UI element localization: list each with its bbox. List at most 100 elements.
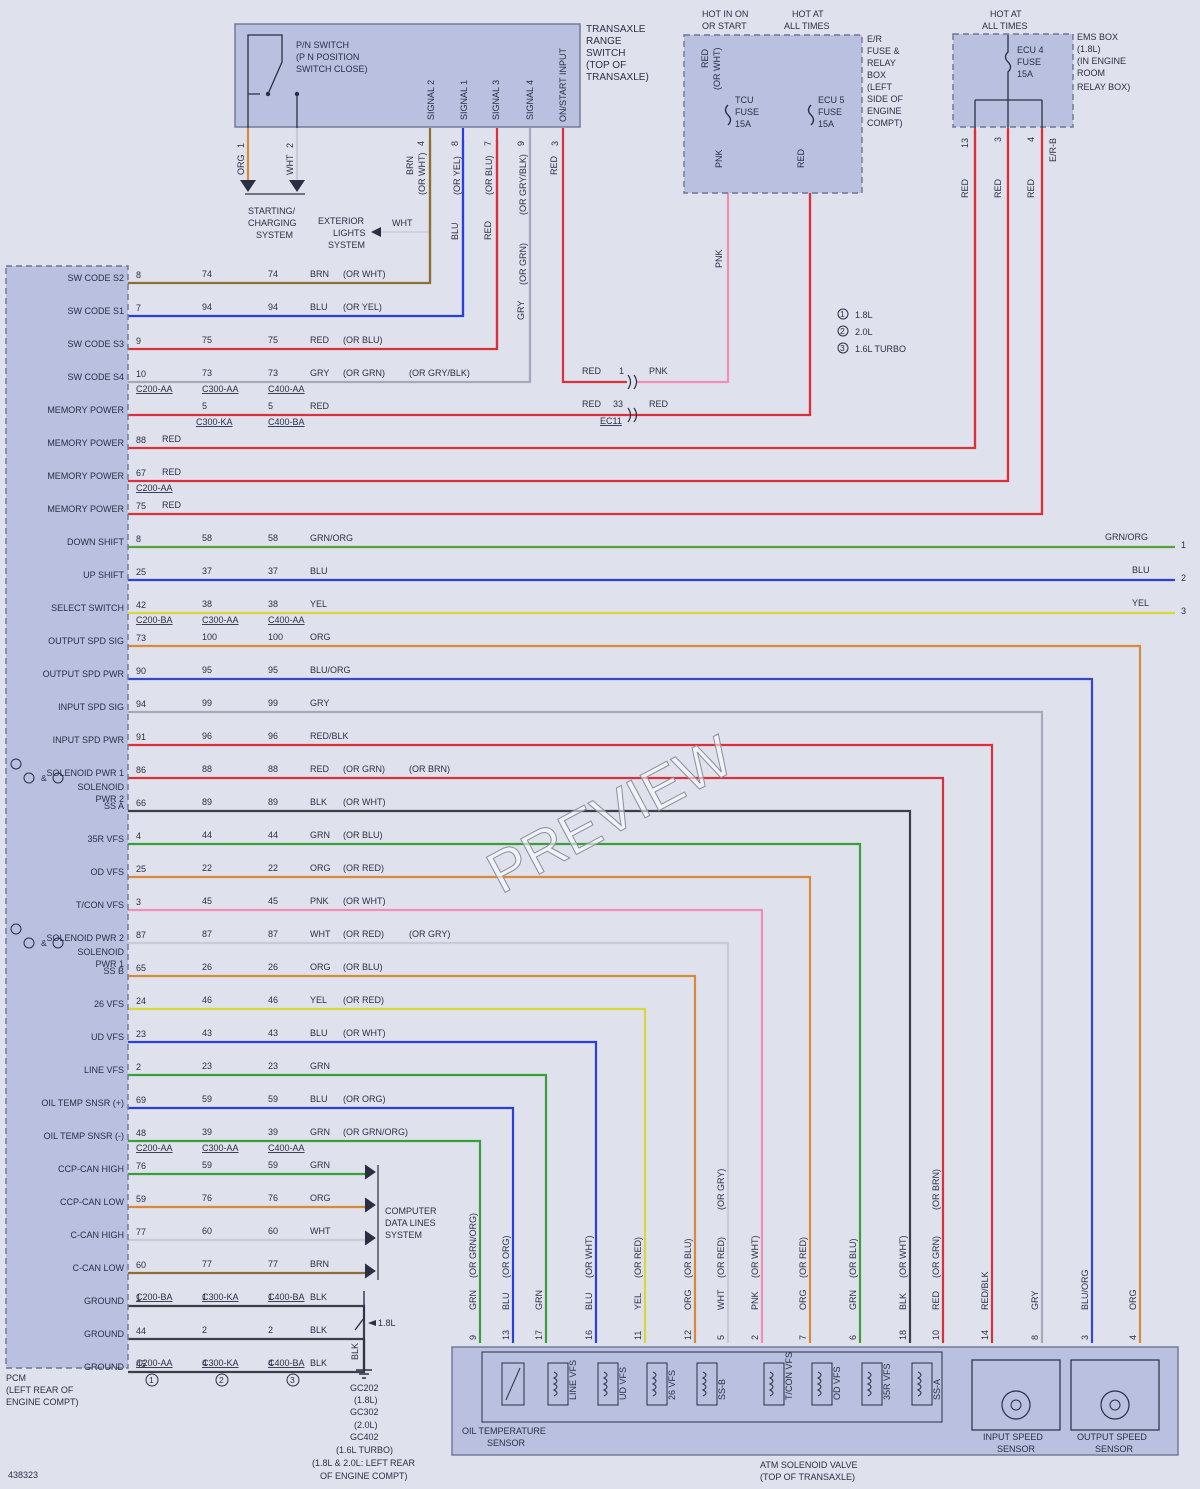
- er-title-6: SIDE OF: [867, 94, 904, 104]
- atm-alt-top-1: (OR BRN): [931, 1169, 941, 1210]
- pcm-label-27: CCP-CAN HIGH: [58, 1164, 124, 1174]
- pcm-label-15: SOLENOID PWR 1: [46, 768, 124, 778]
- c400-pin-0: 74: [268, 269, 278, 279]
- pn-switch-3: SWITCH CLOSE): [296, 64, 368, 74]
- exterior-2: LIGHTS: [333, 228, 366, 238]
- ems-wire-red-3: RED: [1026, 178, 1036, 198]
- solenoid-label-3: SS-B: [717, 1379, 727, 1400]
- wire-color-25: BLU: [310, 1094, 328, 1104]
- c300-pin-20: 87: [202, 929, 212, 939]
- atm-wire-4: YEL: [633, 1293, 643, 1310]
- ts-wire-or-gryblk: (OR GRY/BLK): [518, 154, 528, 215]
- wire-od-vfs-18: [128, 875, 812, 1343]
- right-num-2: 2: [1181, 573, 1186, 583]
- wire-alt2-3: (OR GRY/BLK): [409, 368, 470, 378]
- pcm-pin-3: 10: [136, 369, 146, 379]
- tcu-fuse-3: 15A: [735, 119, 751, 129]
- right-label-blu: BLU: [1132, 565, 1150, 575]
- atm-wire-12: RED/BLK: [980, 1271, 990, 1310]
- c300-pin-17: 44: [202, 830, 212, 840]
- wire-color-26: GRN: [310, 1127, 330, 1137]
- er-title-5: (LEFT: [867, 82, 893, 92]
- er-hot-all-1: HOT AT: [792, 9, 824, 19]
- atm-wire-15: ORG: [1128, 1289, 1138, 1310]
- wire-alt-3: (OR GRN): [343, 368, 385, 378]
- right-label-grn-org: GRN/ORG: [1105, 532, 1148, 542]
- pn-switch-2: (P N POSITION: [296, 52, 359, 62]
- wire-alt-21: (OR BLU): [343, 962, 383, 972]
- atm-pin-1: 13: [501, 1330, 511, 1340]
- c400-pin-16: 89: [268, 797, 278, 807]
- solenoid-winding-6: [866, 1371, 872, 1397]
- output-speed-hub: [1109, 1399, 1121, 1411]
- atm-alt-top-0: (OR GRY): [716, 1169, 726, 1210]
- atm-wire-5: ORG: [683, 1289, 693, 1310]
- conn-c200ba-1: C200-BA: [136, 615, 173, 625]
- c400-pin-1: 94: [268, 302, 278, 312]
- atm-pin-5: 12: [683, 1330, 693, 1340]
- wire-alt-16: (OR WHT): [343, 797, 386, 807]
- computer-data-lines: COMPUTER DATA LINES SYSTEM: [364, 1164, 437, 1280]
- c400-pin-15: 88: [268, 764, 278, 774]
- exterior-wire: WHT: [392, 218, 413, 228]
- wire-onstart-pnk: [637, 190, 730, 384]
- right-label-yel: YEL: [1132, 598, 1149, 608]
- ems-wire-red-1: RED: [960, 178, 970, 198]
- wire-alt2-15: (OR BRN): [409, 764, 450, 774]
- wire-color-31: BLK: [310, 1292, 327, 1302]
- solenoid-winding-4: [768, 1371, 774, 1397]
- exterior-arrow: [371, 227, 381, 237]
- ts-pin-3: 3: [550, 141, 560, 146]
- ground-switch: [354, 1291, 365, 1370]
- pcm-label-22: 26 VFS: [94, 999, 124, 1009]
- ts-wire-red: RED: [549, 155, 559, 175]
- atm-caption-2: (TOP OF TRANSAXLE): [760, 1472, 855, 1482]
- wire-alt-25: (OR ORG): [343, 1094, 386, 1104]
- wire-26-vfs-22: [128, 1007, 647, 1343]
- ground-network: 1.8L BLK GC202 (1.8L) GC302 (2.0L) GC402…: [145, 1291, 416, 1481]
- pcm-pin-26: 48: [136, 1128, 146, 1138]
- wire-alt-22: (OR RED): [343, 995, 384, 1005]
- pcm-label-13: INPUT SPD SIG: [58, 702, 124, 712]
- data-line-arrows: [364, 1164, 376, 1279]
- wire-solenoid-pwr-2-20: [128, 941, 730, 1343]
- solenoid-winding-7: [916, 1371, 922, 1397]
- sol-amp-20: &: [41, 938, 47, 948]
- er-title-7: ENGINE: [867, 106, 902, 116]
- wire-35r-vfs-17: [128, 842, 862, 1343]
- right-num-1: 1: [1181, 540, 1186, 550]
- pcm-pin-5: 88: [136, 435, 146, 445]
- wire-oil-temp-snsr--25: [128, 1106, 515, 1343]
- c400-pin-18: 22: [268, 863, 278, 873]
- onstart-input-label: ON/START INPUT: [558, 47, 568, 122]
- c400-pin-31: 1: [268, 1292, 273, 1302]
- pcm-pin-2: 9: [136, 336, 141, 346]
- atm-alt-11: (OR GRN): [931, 1236, 941, 1278]
- wire-color-20: WHT: [310, 929, 331, 939]
- wire-alt-23: (OR WHT): [343, 1028, 386, 1038]
- c300-pin-9: 37: [202, 566, 212, 576]
- ground-cap-6: (1.6L TURBO): [336, 1445, 393, 1455]
- pcm-pin-20: 87: [136, 930, 146, 940]
- atm-alt-10: (OR WHT): [898, 1236, 908, 1279]
- wire-alt-18: (OR RED): [343, 863, 384, 873]
- atm-solenoid-block: [481, 1351, 943, 1423]
- ts-pin-4: 4: [416, 141, 426, 146]
- ts-wire-or-yel: (OR YEL): [452, 156, 462, 195]
- sol-marker-a-15: [10, 758, 22, 770]
- exterior-1: EXTERIOR: [318, 216, 365, 226]
- sol-marker-b-15: [23, 772, 35, 784]
- signal-2-label: SIGNAL 2: [426, 80, 436, 120]
- legend-marker-3-num: 3: [840, 343, 845, 353]
- c300-pin-22: 46: [202, 995, 212, 1005]
- data-lines-3: SYSTEM: [385, 1230, 422, 1240]
- ecu4-fuse-symbol: [974, 35, 1043, 128]
- legend-1: 1.8L: [855, 310, 873, 320]
- ems-er-label: E/R-B: [1048, 138, 1058, 162]
- c300-pin-2: 75: [202, 335, 212, 345]
- ecu4-fuse-2: FUSE: [1017, 57, 1041, 67]
- c300-pin-15: 88: [202, 764, 212, 774]
- conn-c200ba-2: C200-BA: [136, 1292, 173, 1302]
